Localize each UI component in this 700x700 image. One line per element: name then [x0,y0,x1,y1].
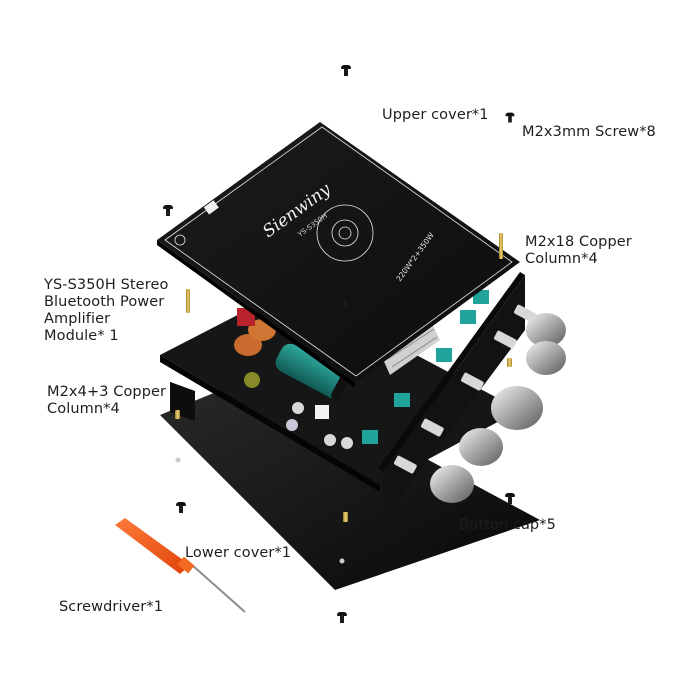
upper-cover: Sienwiny YS-S350H 220W*2+350W [157,122,520,388]
lower-cover [160,372,540,590]
label-screwdriver: Screwdriver*1 [59,599,164,615]
label-amplifier-module: YS-S350H Stereo Bluetooth Power Amplifie… [44,277,169,344]
label-lower-cover: Lower cover*1 [185,545,292,561]
label-button-cap: Button cap*5 [459,517,556,533]
copper-column-short-icon [343,512,348,522]
label-screw: M2x3mm Screw*8 [522,124,656,140]
copper-column-long-icon [186,289,190,313]
front-panel [362,272,525,520]
screw-icon [340,297,350,309]
screw-icon [176,502,186,514]
potentiometer-shafts [394,304,537,474]
label-copper-column-4-3: M2x4+3 Copper Column*4 [47,384,167,417]
screwdriver [115,518,246,613]
copper-column-short-icon [175,410,180,419]
label-upper-cover: Upper cover*1 [382,107,489,123]
button-caps [430,313,566,503]
screw-icon [341,65,351,77]
screw-icon [337,612,347,624]
screw-icon [505,493,515,505]
screw-legend-icon [505,112,515,124]
screw-icon [163,205,173,217]
copper-column-long-icon [499,233,503,259]
copper-column-short-icon [507,358,512,367]
label-copper-column-18: M2x18 Copper Column*4 [525,234,632,267]
